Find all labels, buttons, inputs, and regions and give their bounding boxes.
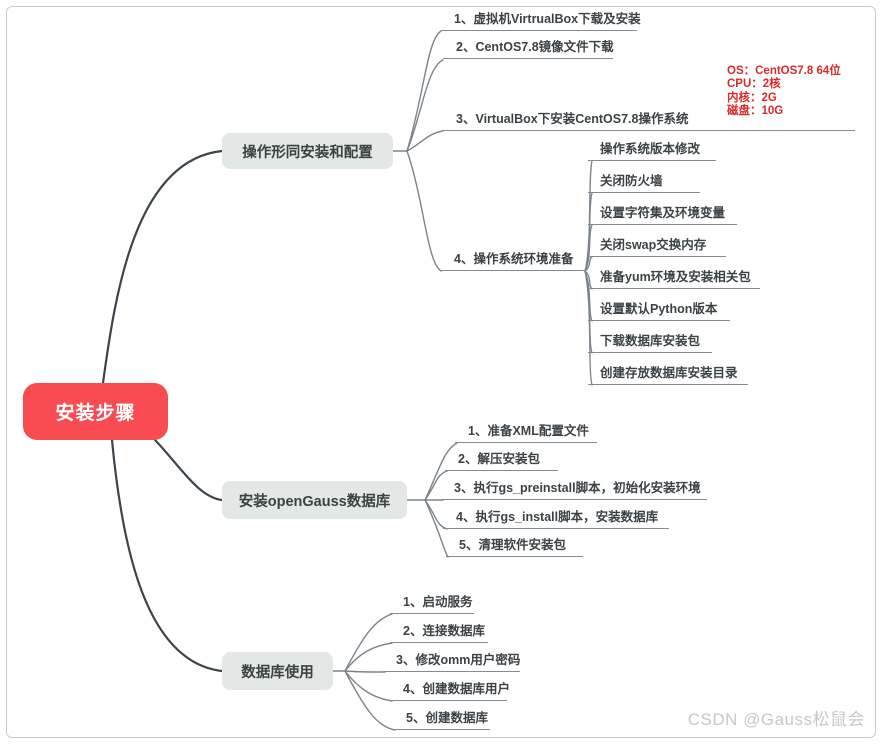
topic-unpack-package[interactable]: 2、解压安装包 <box>445 450 558 471</box>
note-line-cpu: CPU：2核 <box>727 78 781 91</box>
subtopic-create-install-dir[interactable]: 创建存放数据库安装目录 <box>588 364 748 385</box>
topic-vbox-download[interactable]: 1、虚拟机VirtrualBox下载及安装 <box>441 10 641 31</box>
topic-create-db-user[interactable]: 4、创建数据库用户 <box>390 680 510 701</box>
topic-os-env-prep[interactable]: 4、操作系统环境准备 <box>441 250 585 271</box>
topic-centos-iso-download[interactable]: 2、CentOS7.8镜像文件下载 <box>443 38 614 59</box>
topic-label: 3、VirtualBox下安装CentOS7.8操作系统 <box>456 112 689 127</box>
csdn-watermark: CSDN @Gauss松鼠会 <box>687 710 865 729</box>
topic-label: 关闭防火墙 <box>600 174 663 189</box>
topic-gs-preinstall[interactable]: 3、执行gs_preinstall脚本，初始化安装环境 <box>441 479 707 500</box>
topic-gs-install[interactable]: 4、执行gs_install脚本，安装数据库 <box>443 508 669 529</box>
topic-label: 准备yum环境及安装相关包 <box>600 270 751 285</box>
topic-label: 设置字符集及环境变量 <box>600 206 726 221</box>
topic-label: 1、虚拟机VirtrualBox下载及安装 <box>454 12 641 27</box>
topic-label: 1、启动服务 <box>403 595 473 610</box>
topic-change-omm-password[interactable]: 3、修改omm用户密码 <box>383 651 520 672</box>
note-line-disk: 磁盘：10G <box>727 105 784 118</box>
branch-node-database-usage[interactable]: 数据库使用 <box>222 652 333 690</box>
topic-label: 下载数据库安装包 <box>600 334 701 349</box>
topic-label: 2、CentOS7.8镜像文件下载 <box>456 40 614 55</box>
topic-label: 4、操作系统环境准备 <box>454 252 574 267</box>
topic-cleanup-packages[interactable]: 5、清理软件安装包 <box>446 536 583 557</box>
root-node-install-steps[interactable]: 安装步骤 <box>23 383 168 440</box>
topic-label: 5、清理软件安装包 <box>459 538 566 553</box>
subtopic-os-version-modify[interactable]: 操作系统版本修改 <box>588 140 716 161</box>
topic-label: 3、执行gs_preinstall脚本，初始化安装环境 <box>454 481 701 496</box>
subtopic-disable-swap[interactable]: 关闭swap交换内存 <box>588 236 726 257</box>
topic-label: 4、创建数据库用户 <box>403 682 510 697</box>
subtopic-default-python[interactable]: 设置默认Python版本 <box>588 300 730 321</box>
topic-start-service[interactable]: 1、启动服务 <box>390 593 474 614</box>
topic-label: 设置默认Python版本 <box>600 302 718 317</box>
note-line-os: OS：CentOS7.8 64位 <box>727 65 841 77</box>
topic-label: 4、执行gs_install脚本，安装数据库 <box>456 510 659 525</box>
vm-spec-note[interactable]: OS：CentOS7.8 64位 CPU：2核 内核：2G 磁盘：10G <box>727 65 841 119</box>
topic-label: 5、创建数据库 <box>406 711 488 726</box>
topic-label: 操作系统版本修改 <box>600 142 701 157</box>
topic-label: 2、连接数据库 <box>403 624 485 639</box>
note-line-kernel: 内核：2G <box>727 91 777 104</box>
topic-create-database[interactable]: 5、创建数据库 <box>393 709 490 730</box>
topic-install-centos-on-vbox[interactable]: 3、VirtualBox下安装CentOS7.8操作系统 <box>443 110 855 131</box>
topic-label: 创建存放数据库安装目录 <box>600 366 738 381</box>
topic-label: 关闭swap交换内存 <box>600 238 707 253</box>
topic-connect-database[interactable]: 2、连接数据库 <box>390 622 488 643</box>
subtopic-yum-env-packages[interactable]: 准备yum环境及安装相关包 <box>588 268 760 289</box>
subtopic-disable-firewall[interactable]: 关闭防火墙 <box>588 172 700 193</box>
subtopic-download-db-package[interactable]: 下载数据库安装包 <box>588 332 712 353</box>
branch-node-install-opengauss[interactable]: 安装openGauss数据库 <box>222 481 407 519</box>
topic-prepare-xml-config[interactable]: 1、准备XML配置文件 <box>455 422 597 443</box>
topic-label: 1、准备XML配置文件 <box>468 424 589 439</box>
branch-node-os-install-config[interactable]: 操作形同安装和配置 <box>222 133 393 169</box>
topic-label: 3、修改omm用户密码 <box>396 653 521 668</box>
topic-label: 2、解压安装包 <box>458 452 540 467</box>
subtopic-charset-env-vars[interactable]: 设置字符集及环境变量 <box>588 204 737 225</box>
